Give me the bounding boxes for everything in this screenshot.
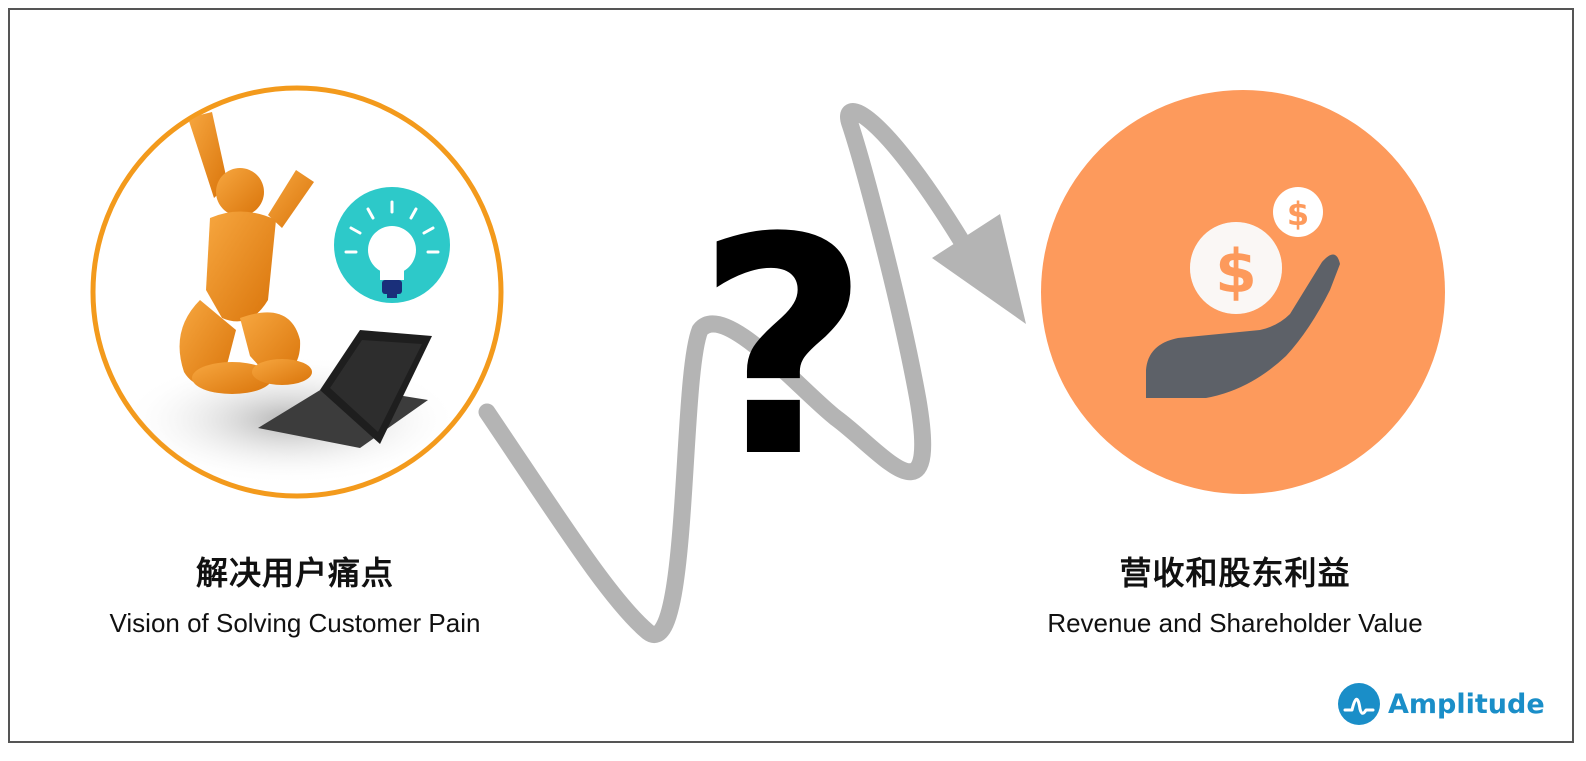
customer-pain-circle bbox=[90, 85, 504, 499]
arrow-head-icon bbox=[932, 214, 1026, 324]
wavy-arrow bbox=[478, 103, 1026, 643]
left-title-cn: 解决用户痛点 bbox=[195, 554, 394, 592]
amplitude-logo: Amplitude bbox=[1338, 682, 1553, 726]
coin-small-symbol: $ bbox=[1287, 195, 1309, 233]
coin-large-symbol: $ bbox=[1215, 237, 1257, 307]
revenue-circle: $ $ bbox=[1041, 90, 1445, 494]
question-mark: ? bbox=[696, 174, 870, 523]
coin-large-icon: $ bbox=[1190, 222, 1282, 314]
wave-path bbox=[478, 103, 979, 643]
left-title-en: Vision of Solving Customer Pain bbox=[109, 608, 481, 638]
amplitude-icon bbox=[1338, 683, 1380, 725]
orange-figure-icon bbox=[179, 112, 314, 394]
right-title-cn: 营收和股东利益 bbox=[1119, 554, 1351, 592]
coin-small-icon: $ bbox=[1273, 187, 1323, 237]
laptop-icon bbox=[258, 330, 432, 448]
hand-icon bbox=[1146, 254, 1340, 398]
lightbulb-icon bbox=[334, 187, 450, 303]
brand-name: Amplitude bbox=[1388, 688, 1545, 720]
right-title-en: Revenue and Shareholder Value bbox=[1047, 608, 1423, 638]
